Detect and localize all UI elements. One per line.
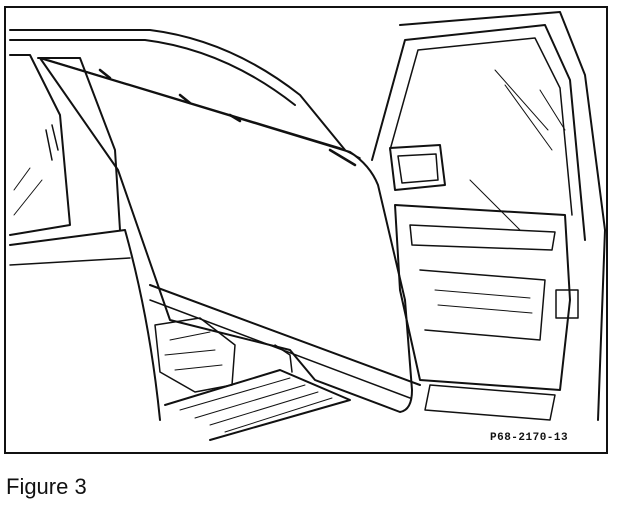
door-armrest (409, 224, 556, 251)
figure-caption: Figure 3 (6, 474, 87, 499)
hand-shading (164, 331, 223, 371)
mirror-glass (397, 153, 439, 184)
front-door-outer-frame (399, 11, 606, 421)
door-lock-striker (555, 289, 579, 319)
figure-code-label: P68-2170-13 (490, 432, 569, 444)
front-door-glass-edge (389, 37, 573, 216)
door-trim-panel (39, 57, 413, 413)
trim-panel-notch (274, 344, 293, 373)
front-door-window-frame (371, 24, 586, 241)
front-door-inner-panel (394, 204, 571, 391)
door-pocket (419, 269, 546, 341)
trim-panel-clips (98, 68, 357, 167)
b-pillar (37, 57, 121, 231)
roof-inner-line (9, 39, 296, 106)
window-hardware (45, 124, 59, 161)
rear-window-glass-hatching (13, 167, 43, 216)
door-pocket-lines (434, 289, 533, 314)
trim-panel-top-edge (47, 59, 361, 159)
sill-upper-edge (149, 284, 421, 386)
door-step-plate (164, 369, 351, 441)
door-bottom-seal (424, 384, 556, 421)
figure-frame (4, 6, 608, 454)
rear-quarter-panel (9, 229, 161, 421)
front-glass-hatching (469, 69, 566, 231)
rear-window-frame (9, 54, 71, 236)
body-crease-line (9, 257, 131, 266)
hand-holding-panel (154, 317, 236, 393)
step-plate-ribs (179, 377, 333, 433)
side-mirror (389, 144, 446, 191)
roof-line (9, 29, 346, 151)
